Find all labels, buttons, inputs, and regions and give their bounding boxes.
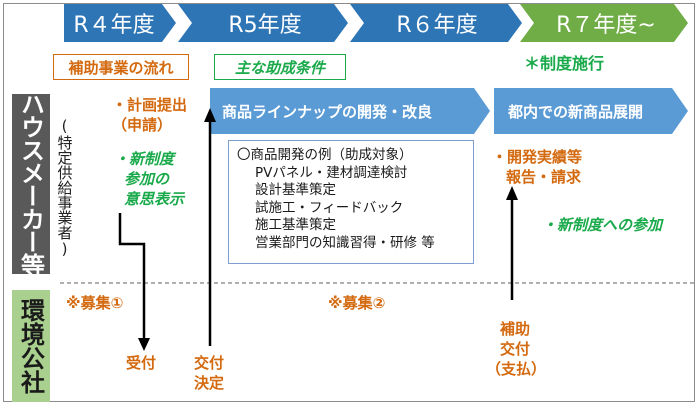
kosha-side-label: 環境公社 [16,298,45,394]
phase-expand-label: 都内での新商品展開 [508,102,644,121]
plan-application-label: （申請） [112,116,173,134]
year-arrow-r6 [350,4,522,42]
participation-label: ・新制度への参加 [542,216,663,234]
phase-arrow-expand [494,88,688,134]
conditions-label-box: 主な助成条件 [214,54,346,80]
examples-heading: 〇商品開発の例（助成対象） [237,147,413,163]
arrowhead-receipt [138,338,150,351]
maker-side-label: ハウスメーカー等 [16,92,45,276]
maker-side-bar [12,94,50,274]
maker-note: (特定供給事業者) [55,116,74,258]
payment-label-2: 交付 [500,340,531,358]
enforcement-label: ＊制度施行 [524,54,605,73]
year-r5-label: R5年度 [228,13,302,38]
year-arrow-r7 [520,4,688,42]
decision-label-2: 決定 [194,374,225,392]
report-label-1: ・開発実績等 [492,148,583,166]
intent-label-3: 意思表示 [124,190,185,208]
arrowhead-decision [204,108,216,122]
year-arrow-r4 [64,4,176,42]
payment-label-3: （支払） [486,360,547,378]
year-r6-label: R６年度 [396,13,478,38]
example-item: 試施工・フィードバック [255,199,404,216]
example-item: PVパネル・建材調達検討 [255,164,408,181]
recruit-1-label: ※募集① [66,294,124,312]
receipt-label: 受付 [126,354,157,372]
flow-line-receipt [118,213,146,340]
diagram-frame [3,3,695,402]
year-r4-label: R４年度 [73,13,155,38]
phase-arrow-develop [210,88,490,134]
plan-submission-label: ・計画提出 [112,96,188,114]
arrowhead-payment [506,186,518,200]
phase-develop-label: 商品ラインナップの開発・改良 [222,102,433,121]
recruit-2-label: ※募集② [328,294,386,312]
year-arrow-r5 [178,4,348,42]
flow-label-box: 補助事業の流れ [53,54,189,80]
example-item: 施工基準策定 [255,217,336,233]
intent-label-1: ・新制度 [114,150,175,168]
payment-label-1: 補助 [500,320,531,338]
year-r7-label: R７年度~ [556,13,656,38]
report-label-2: 報告・請求 [506,168,582,186]
example-item: 設計基準策定 [255,182,336,198]
kosha-side-bar [12,290,50,402]
decision-label-1: 交付 [194,354,225,372]
example-item: 営業部門の知識習得・研修 等 [255,234,435,251]
intent-label-2: 参加の [124,170,170,188]
development-examples-box: 〇商品開発の例（助成対象） PVパネル・建材調達検討 設計基準策定 試施工・フィ… [228,140,474,264]
